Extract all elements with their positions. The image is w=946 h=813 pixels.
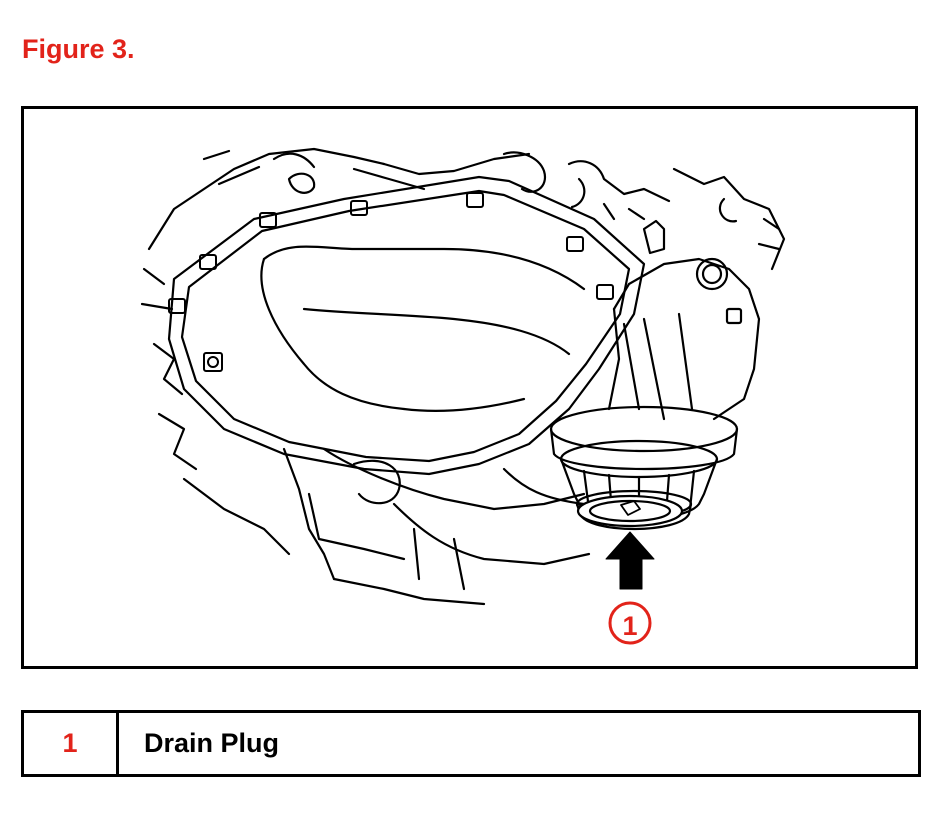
oil-pan-body bbox=[260, 245, 591, 606]
callout-number: 1 bbox=[622, 611, 637, 641]
figure-frame: 1 bbox=[21, 106, 918, 669]
flange-bolts bbox=[168, 192, 614, 372]
callout-circle bbox=[608, 601, 652, 645]
oil-pan-flange bbox=[167, 175, 646, 476]
pointer-arrow bbox=[605, 531, 655, 590]
transmission-oil-pan-illustration: 1 bbox=[140, 147, 786, 645]
legend-number-cell: 1 bbox=[24, 713, 119, 774]
figure-title: Figure 3. bbox=[22, 34, 135, 64]
engine-block-outline bbox=[140, 147, 786, 556]
drain-plug-hex-socket bbox=[620, 500, 641, 516]
legend-label-cell: Drain Plug bbox=[144, 728, 280, 758]
legend-table: 1 Drain Plug bbox=[21, 710, 921, 777]
drain-plug-assembly bbox=[549, 405, 739, 531]
transmission-case bbox=[607, 219, 761, 421]
